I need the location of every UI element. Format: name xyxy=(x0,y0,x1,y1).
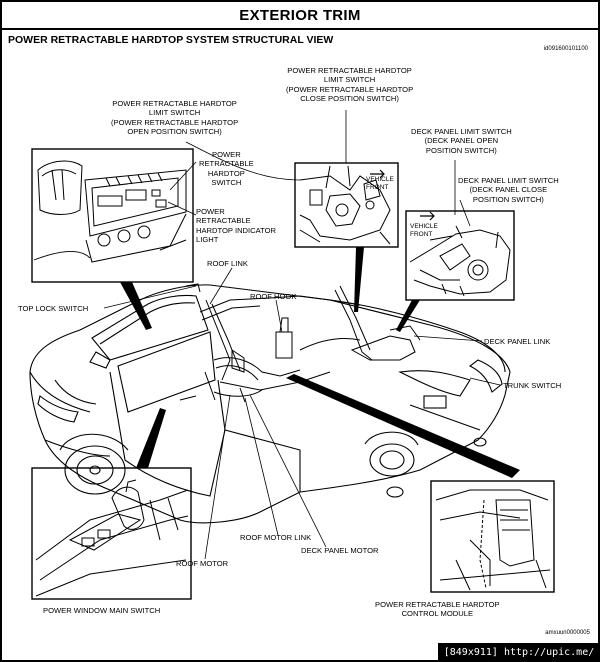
label-close-position-switch: POWER RETRACTABLE HARDTOP LIMIT SWITCH (… xyxy=(286,66,414,104)
label-roof-link: ROOF LINK xyxy=(207,259,248,268)
label-top-lock-switch: TOP LOCK SWITCH xyxy=(18,304,89,313)
label-deck-open-switch: DECK PANEL LIMIT SWITCH (DECK PANEL OPEN… xyxy=(411,127,512,155)
callout-wedges xyxy=(120,247,520,478)
document-id: id091600101100 xyxy=(543,46,588,52)
window-switch-inset xyxy=(31,467,192,600)
site-watermark: [849x911] http://upic.me/ xyxy=(438,643,600,662)
label-deck-close-switch: DECK PANEL LIMIT SWITCH (DECK PANEL CLOS… xyxy=(458,176,559,204)
car-body xyxy=(29,284,511,524)
control-module-inset xyxy=(430,480,555,593)
dashboard-inset xyxy=(31,148,194,283)
label-roof-motor-link: ROOF MOTOR LINK xyxy=(240,533,312,542)
label-trunk-switch: TRUNK SWITCH xyxy=(503,381,562,390)
roof-mechanism xyxy=(185,283,421,403)
label-deck-panel-motor: DECK PANEL MOTOR xyxy=(301,546,379,555)
section-title: POWER RETRACTABLE HARDTOP SYSTEM STRUCTU… xyxy=(8,34,334,46)
label-control-module: POWER RETRACTABLE HARDTOP CONTROL MODULE xyxy=(375,600,500,619)
label-indicator-light: POWER RETRACTABLE HARDTOP INDICATOR LIGH… xyxy=(196,207,277,245)
label-roof-motor: ROOF MOTOR xyxy=(176,559,229,568)
label-hardtop-switch: POWER RETRACTABLE HARDTOP SWITCH xyxy=(199,150,254,188)
label-open-position-switch: POWER RETRACTABLE HARDTOP LIMIT SWITCH (… xyxy=(111,99,239,137)
label-deck-panel-link: DECK PANEL LINK xyxy=(484,337,551,346)
page-title: EXTERIOR TRIM xyxy=(2,2,598,30)
figure-id: amxuun0000005 xyxy=(545,630,590,636)
close-switch-inset xyxy=(294,162,399,248)
vehicle-front-label-2: VEHICLE FRONT xyxy=(410,223,438,238)
vehicle-front-label-1: VEHICLE FRONT xyxy=(366,176,394,191)
leader-lines xyxy=(103,110,501,560)
deck-switch-inset xyxy=(405,210,515,301)
label-power-window-switch: POWER WINDOW MAIN SWITCH xyxy=(43,606,161,615)
label-roof-hook: ROOF HOOK xyxy=(250,292,297,301)
